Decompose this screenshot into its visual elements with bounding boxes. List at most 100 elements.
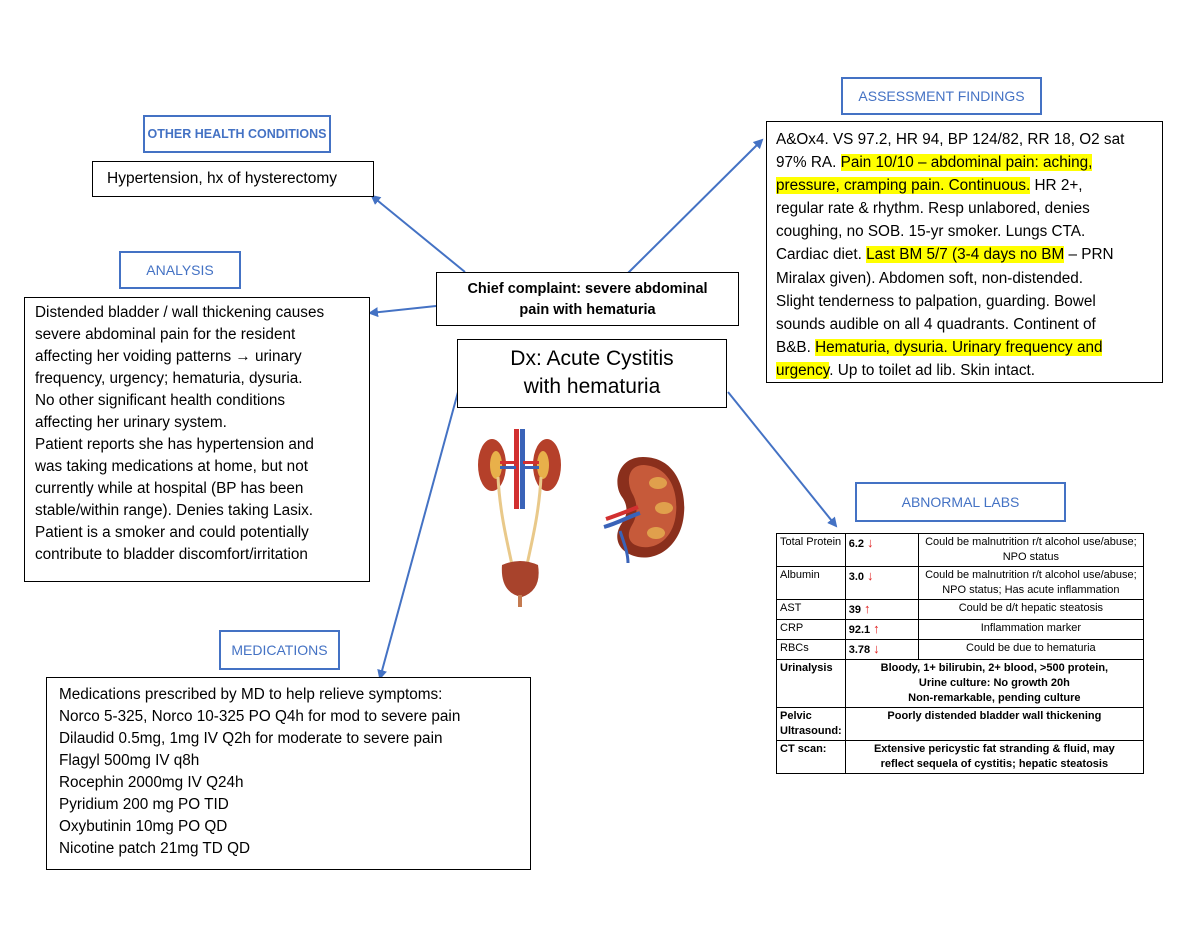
assessment-line: Miralax given). Abdomen soft, non-disten… <box>776 269 1083 287</box>
lab-result-line: Bloody, 1+ bilirubin, 2+ blood, >500 pro… <box>880 662 1109 674</box>
lab-value-cell: 92.1↑ <box>844 619 919 640</box>
diagnosis-line: Dx: Acute Cystitis <box>510 347 674 370</box>
other-health-text: Hypertension, hx of hysterectomy <box>107 170 338 187</box>
lab-name-cell: Albumin <box>776 566 846 600</box>
assessment-line: regular rate & rhythm. Resp unlabored, d… <box>776 200 1090 218</box>
assessment-header: ASSESSMENT FINDINGS <box>841 77 1042 115</box>
other-health-box: Hypertension, hx of hysterectomy <box>92 161 374 197</box>
analysis-line: affecting her voiding patterns → urinary <box>35 348 302 365</box>
lab-name-cell: CRP <box>776 619 846 640</box>
lab-note: Could be malnutrition r/t alcohol use/ab… <box>925 569 1137 596</box>
lab-result-cell: Bloody, 1+ bilirubin, 2+ blood, >500 pro… <box>844 659 1145 708</box>
lab-value: 39 <box>848 604 861 616</box>
analysis-line: No other significant health conditions <box>35 392 286 409</box>
lab-name-cell: CT scan: <box>776 740 846 774</box>
assessment-highlight: Last BM 5/7 (3-4 days no BM <box>866 246 1065 264</box>
diagnosis-line: with hematuria <box>523 375 661 398</box>
lab-note: Could be d/t hepatic steatosis <box>958 602 1104 614</box>
lab-name: AST <box>780 602 802 614</box>
lab-result-line: Extensive pericystic fat stranding & flu… <box>873 743 1115 755</box>
chief-complaint-line: Chief complaint: severe abdominal <box>467 281 708 297</box>
kidney-cross-section-illustration <box>603 457 685 564</box>
lab-value: 3.78 <box>848 644 871 656</box>
lab-value-cell: 39↑ <box>844 599 919 620</box>
assessment-text: – PRN <box>1064 246 1114 264</box>
medication-line: Nicotine patch 21mg TD QD <box>59 840 251 857</box>
lab-result-line: reflect sequela of cystitis; hepatic ste… <box>880 758 1109 770</box>
medication-line: Medications prescribed by MD to help rel… <box>59 686 443 703</box>
assessment-highlight: pressure, cramping pain. Continuous. <box>776 177 1031 195</box>
arrow-down-icon: ↓ <box>867 568 874 583</box>
analysis-line: stable/within range). Denies taking Lasi… <box>35 502 314 519</box>
lab-note-cell: Could be d/t hepatic steatosis <box>917 599 1145 620</box>
medications-box: Medications prescribed by MD to help rel… <box>46 677 531 870</box>
assessment-box: A&Ox4. VS 97.2, HR 94, BP 124/82, RR 18,… <box>766 121 1163 383</box>
lab-name: CT scan: <box>780 743 827 755</box>
lab-value-cell: 6.2↓ <box>844 533 919 567</box>
medication-line: Pyridium 200 mg PO TID <box>59 796 229 813</box>
lab-name: Pelvic <box>780 710 812 722</box>
labs-extra-rows: Urinalysis Bloody, 1+ bilirubin, 2+ bloo… <box>776 659 1145 774</box>
analysis-line: currently while at hospital (BP has been <box>35 480 304 497</box>
lab-result-line: Non-remarkable, pending culture <box>908 692 1081 704</box>
analysis-line: affecting her urinary system. <box>35 414 227 431</box>
medications-header: MEDICATIONS <box>219 630 340 670</box>
chief-complaint-box: Chief complaint: severe abdominal pain w… <box>436 272 739 326</box>
lab-name-cell: Pelvic Ultrasound: <box>776 707 846 741</box>
lab-note-cell: Could be malnutrition r/t alcohol use/ab… <box>917 566 1145 600</box>
analysis-line: was taking medications at home, but not <box>35 458 308 475</box>
analysis-box: Distended bladder / wall thickening caus… <box>24 297 370 582</box>
medication-line: Rocephin 2000mg IV Q24h <box>59 774 244 791</box>
lab-note-cell: Could be malnutrition r/t alcohol use/ab… <box>917 533 1145 567</box>
assessment-line: B&B. Hematuria, dysuria. Urinary frequen… <box>776 336 1162 359</box>
diagnosis-box: Dx: Acute Cystitis with hematuria <box>457 339 727 408</box>
arrow-to-abnormal-labs <box>727 391 838 528</box>
lab-name-cell: AST <box>776 599 846 620</box>
lab-note-cell: Could be due to hematuria <box>917 639 1145 660</box>
abnormal-labs-header: ABNORMAL LABS <box>855 482 1066 522</box>
arrow-to-other-health <box>370 194 466 273</box>
assessment-highlight: Hematuria, dysuria. Urinary frequency an… <box>815 338 1103 356</box>
analysis-line: Patient reports she has hypertension and <box>35 436 314 453</box>
lab-value-cell: 3.78↓ <box>844 639 919 660</box>
assessment-line: 97% RA. Pain 10/10 – abdominal pain: ach… <box>776 151 1162 174</box>
medication-line: Flagyl 500mg IV q8h <box>59 752 200 769</box>
arrow-to-assessment <box>627 138 764 274</box>
analysis-header: ANALYSIS <box>119 251 241 289</box>
analysis-line: contribute to bladder discomfort/irritat… <box>35 546 308 563</box>
lab-result-cell: Extensive pericystic fat stranding & flu… <box>844 740 1145 774</box>
arrow-up-icon: ↑ <box>863 601 871 616</box>
lab-value: 3.0 <box>848 571 865 583</box>
assessment-line: urgency. Up to toilet ad lib. Skin intac… <box>776 359 1162 382</box>
lab-name: Albumin <box>780 569 820 581</box>
lab-name: Total Protein <box>780 536 842 548</box>
assessment-highlight: urgency <box>776 361 830 379</box>
analysis-line: severe abdominal pain for the resident <box>35 326 296 343</box>
table-row: CT scan: Extensive pericystic fat strand… <box>776 740 1145 774</box>
lab-result-cell: Poorly distended bladder wall thickening <box>844 707 1145 741</box>
lab-result-line: Poorly distended bladder wall thickening <box>887 710 1102 722</box>
lab-note: Inflammation marker <box>980 622 1081 634</box>
lab-value-cell: 3.0↓ <box>844 566 919 600</box>
medication-line: Norco 5-325, Norco 10-325 PO Q4h for mod… <box>59 708 461 725</box>
medication-line: Dilaudid 0.5mg, 1mg IV Q2h for moderate … <box>59 730 443 747</box>
other-health-header: OTHER HEALTH CONDITIONS <box>143 115 331 153</box>
assessment-line: coughing, no SOB. 15-yr smoker. Lungs CT… <box>776 223 1086 241</box>
lab-name: Ultrasound: <box>780 725 842 737</box>
analysis-line: Distended bladder / wall thickening caus… <box>35 304 325 321</box>
lab-note: Could be due to hematuria <box>966 642 1096 654</box>
lab-name-cell: Urinalysis <box>776 659 846 708</box>
table-row: Urinalysis Bloody, 1+ bilirubin, 2+ bloo… <box>776 659 1145 708</box>
lab-value: 6.2 <box>848 538 865 550</box>
assessment-line: pressure, cramping pain. Continuous. HR … <box>776 174 1162 197</box>
arrow-to-analysis <box>368 305 437 318</box>
assessment-line: A&Ox4. VS 97.2, HR 94, BP 124/82, RR 18,… <box>776 131 1125 148</box>
lab-name: Urinalysis <box>780 662 833 674</box>
assessment-highlight: Pain 10/10 – abdominal pain: aching, <box>840 154 1093 172</box>
arrow-up-icon: ↑ <box>873 621 880 636</box>
